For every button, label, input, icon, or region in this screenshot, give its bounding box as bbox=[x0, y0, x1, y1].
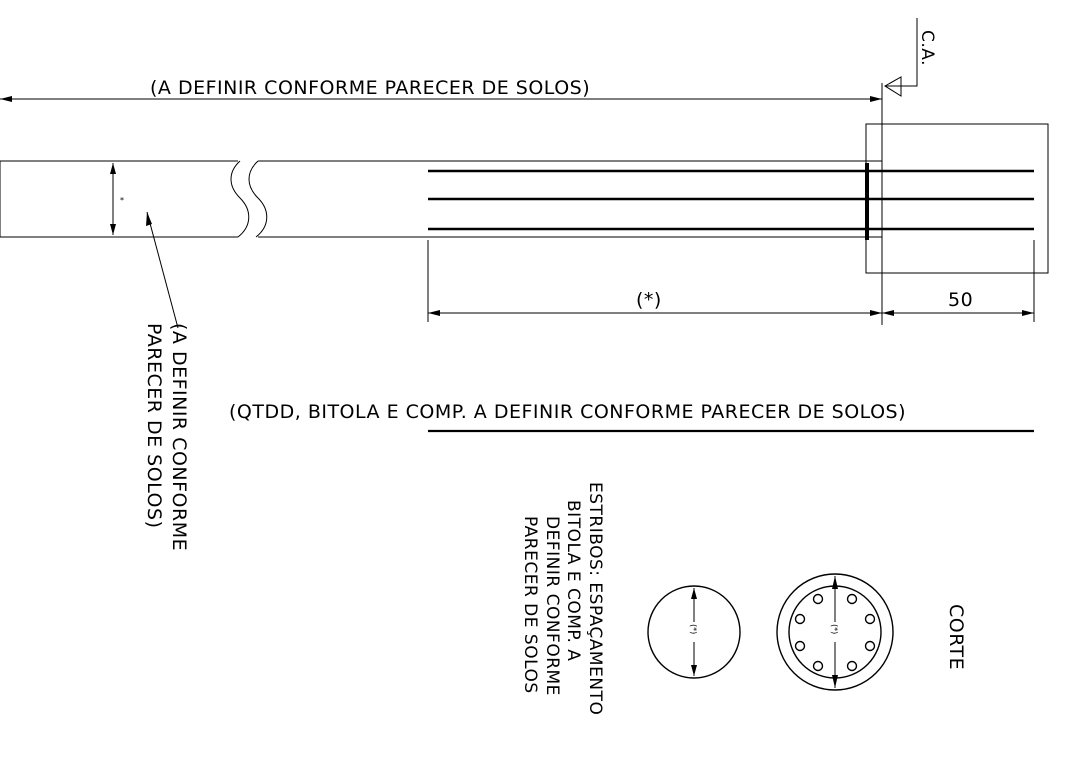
ca-marker: C.A. bbox=[884, 18, 937, 97]
top-dimension: (A DEFINIR CONFORME PARECER DE SOLOS) bbox=[0, 77, 883, 325]
embed-length-label: 50 bbox=[948, 289, 973, 311]
section-rebar-dots bbox=[794, 593, 876, 672]
ca-label: C.A. bbox=[917, 30, 937, 66]
pile-diameter-dimension: * bbox=[110, 163, 124, 235]
section-left-dim: (*) bbox=[689, 624, 698, 634]
section-plain: (*) bbox=[647, 585, 741, 679]
break-symbol-left bbox=[230, 160, 250, 238]
stirrups-note-line4: PARECER DE SOLOS bbox=[520, 516, 540, 694]
pile-body bbox=[0, 160, 882, 238]
anchor-length-dimension: (*) bbox=[427, 240, 1035, 322]
pile-diameter-star: * bbox=[120, 196, 124, 205]
leader-note-line2: PARECER DE SOLOS) bbox=[143, 323, 165, 529]
section-reinforced: (*) bbox=[776, 573, 894, 691]
break-symbol-right bbox=[248, 160, 268, 238]
embed-length-dimension: 50 bbox=[882, 289, 1034, 316]
stirrups-note: ESTRIBOS: ESPAÇAMENTO BITOLA E COMP. A D… bbox=[520, 482, 605, 715]
stirrups-note-line2: BITOLA E COMP. A bbox=[563, 500, 583, 661]
stirrups-note-line1: ESTRIBOS: ESPAÇAMENTO bbox=[585, 482, 605, 715]
section-right-dim: (*) bbox=[830, 624, 839, 634]
bars-note: (QTDD, BITOLA E COMP. A DEFINIR CONFORME… bbox=[229, 401, 1034, 433]
reinforcement-bars bbox=[428, 163, 1034, 240]
section-title: CORTE bbox=[945, 604, 967, 670]
anchor-length-label: (*) bbox=[636, 289, 662, 311]
stirrups-note-line3: DEFINIR CONFORME bbox=[542, 516, 562, 696]
diameter-leader: (A DEFINIR CONFORME PARECER DE SOLOS) bbox=[143, 211, 190, 551]
bars-note-text: (QTDD, BITOLA E COMP. A DEFINIR CONFORME… bbox=[229, 401, 906, 423]
top-dimension-label: (A DEFINIR CONFORME PARECER DE SOLOS) bbox=[150, 77, 590, 99]
leader-note-line1: (A DEFINIR CONFORME bbox=[168, 323, 190, 551]
